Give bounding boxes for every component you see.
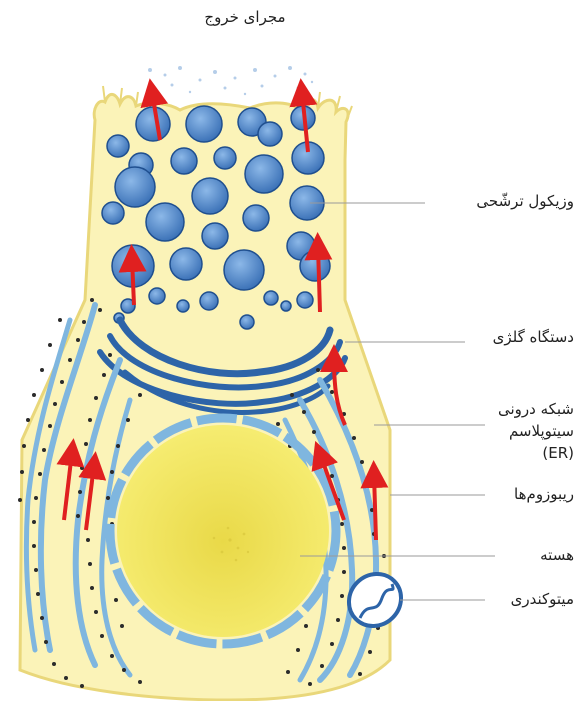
secretion-spray [148, 66, 313, 95]
label-er: شبکه درونی سیتوپلاسم (ER) [498, 398, 574, 464]
label-outlet: مجرای خروج [170, 8, 320, 26]
nucleus [117, 425, 329, 637]
label-mitochondrion: میتوکندری [511, 590, 574, 608]
label-er-line1: شبکه درونی [498, 398, 574, 420]
label-nucleus: هسته [540, 546, 574, 564]
label-secretory-vesicle: وزیکول ترشّحی [476, 192, 574, 210]
label-golgi: دستگاه گلژی [493, 328, 574, 346]
label-ribosomes: ریبوزوم‌ها [514, 485, 574, 503]
label-er-line3: (ER) [498, 442, 574, 464]
label-er-line2: سیتوپلاسم [498, 420, 574, 442]
